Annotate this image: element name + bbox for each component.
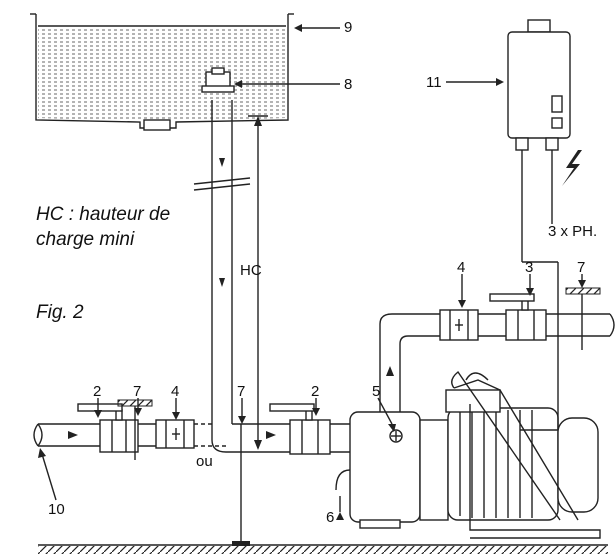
discharge-pipe	[379, 313, 615, 412]
label-9: 9	[344, 19, 352, 36]
label-7-right: 7	[577, 259, 585, 276]
lightning-icon	[562, 150, 582, 186]
label-5: 5	[372, 383, 380, 400]
hc-label: HC	[240, 262, 262, 279]
label-2-left: 2	[93, 383, 101, 400]
label-8: 8	[344, 76, 352, 93]
label-4-right: 4	[457, 259, 465, 276]
valve-right	[489, 293, 547, 341]
support-right	[565, 287, 601, 350]
hc-dimension: HC	[240, 115, 268, 450]
hc-caption-line2: charge mini	[36, 229, 135, 250]
support-left	[117, 399, 153, 460]
label-3: 3	[525, 259, 533, 276]
flow-arrow-icon	[219, 158, 225, 167]
check-valve-right	[439, 309, 479, 341]
label-2-middle: 2	[311, 383, 319, 400]
label-11: 11	[426, 74, 442, 91]
valve-left	[77, 403, 139, 453]
ou-label: ou	[196, 453, 213, 470]
foot-valve	[201, 67, 235, 93]
phases-label: 3 x PH.	[548, 223, 597, 240]
flow-arrow-icon	[68, 431, 78, 439]
hc-caption: HC : hauteur de charge mini	[36, 202, 170, 252]
drain-plug	[336, 496, 344, 520]
pump	[335, 370, 601, 539]
figure-caption: Fig. 2	[36, 302, 84, 323]
flow-arrow-icon	[386, 366, 394, 376]
suction-pipe-horizontal	[33, 423, 350, 453]
label-7-middle: 7	[237, 383, 245, 400]
hc-caption-line1: HC : hauteur de	[36, 204, 171, 225]
label-4-left: 4	[171, 383, 179, 400]
suction-pipe-vertical	[193, 100, 251, 453]
ground	[38, 544, 608, 554]
flow-arrow-icon	[219, 278, 225, 287]
control-box	[507, 19, 582, 431]
label-7-left: 7	[133, 383, 141, 400]
motor	[447, 407, 559, 521]
label-6: 6	[326, 509, 334, 526]
flow-arrow-icon	[266, 431, 276, 439]
water-tank	[30, 13, 294, 131]
support-middle	[232, 424, 250, 546]
valve-middle	[269, 403, 331, 455]
label-10: 10	[48, 501, 65, 518]
check-valve-left	[155, 419, 195, 449]
terminal-box	[445, 389, 501, 413]
leaders	[38, 24, 586, 501]
